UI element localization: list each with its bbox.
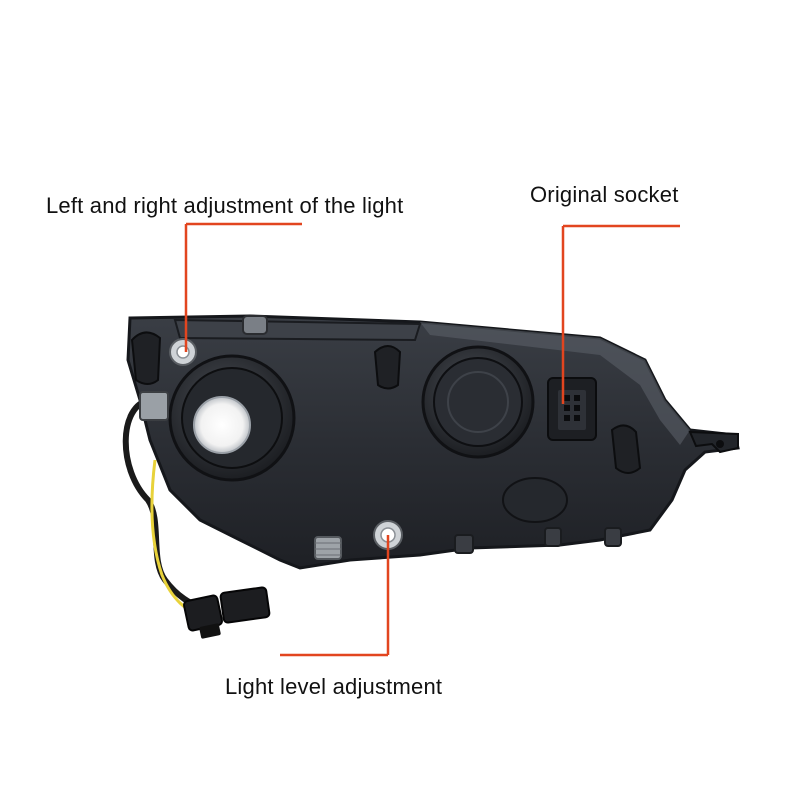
annotation-original-socket: Original socket: [530, 182, 679, 207]
callout-socket: [561, 224, 680, 404]
outer-lens-rim: [420, 322, 690, 445]
wire-harness: [122, 397, 207, 613]
projector-lens: [193, 396, 251, 454]
annotation-left-right-adjustment: Left and right adjustment of the light: [46, 193, 404, 218]
connector-socket: [547, 377, 597, 441]
callout-left-right: [184, 222, 302, 352]
callout-level: [280, 535, 390, 657]
left-right-adjust-screw: [169, 338, 197, 366]
wire-plug: [182, 586, 271, 639]
annotation-light-level-adjustment: Light level adjustment: [225, 674, 443, 699]
